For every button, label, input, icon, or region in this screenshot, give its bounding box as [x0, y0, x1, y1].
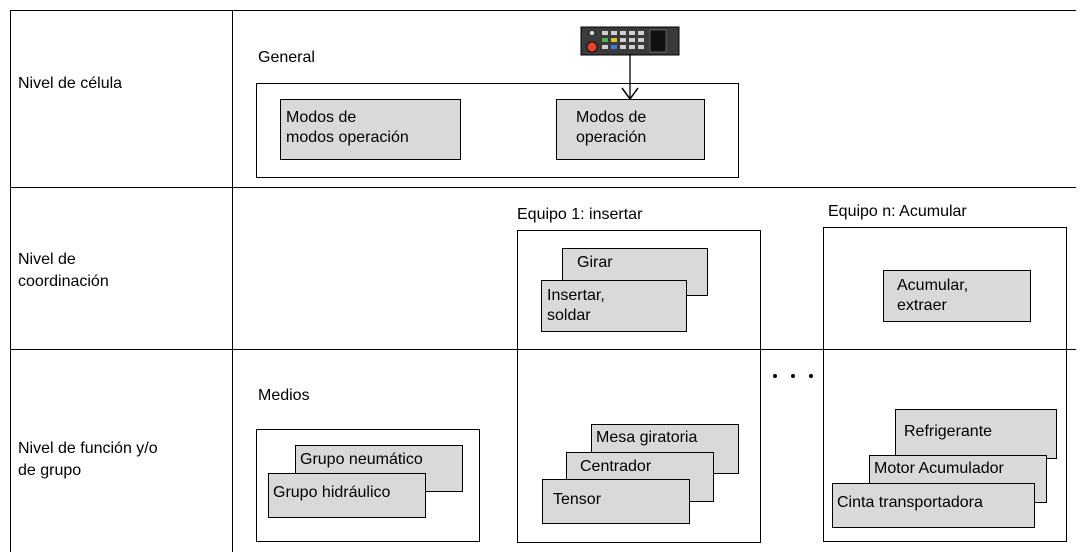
box-refrigerante-label: Refrigerante [904, 423, 993, 440]
box-tensor: Tensor [542, 479, 690, 524]
box-refrigerante: Refrigerante [895, 409, 1057, 459]
equipment1-frame [517, 230, 761, 543]
cell-frame [256, 83, 739, 178]
grid-left-line [10, 10, 11, 552]
box-insertar-soldar-label: Insertar, soldar [547, 287, 605, 324]
grid-top-line [10, 10, 1076, 11]
box-cinta-transportadora-label: Cinta transportadora [837, 494, 983, 511]
row-label-function: Nivel de función y/o de grupo [18, 440, 158, 479]
ellipsis-dot-1 [773, 374, 777, 378]
grid-row-divider-2 [10, 349, 1076, 350]
ellipsis-dot-3 [809, 374, 813, 378]
box-acumular-extraer: Acumular, extraer [883, 270, 1031, 322]
box-modes-label: Modos de operación [576, 109, 647, 146]
ellipsis-dot-2 [791, 374, 795, 378]
box-modes-of-modes: Modos de modos operación [280, 99, 461, 160]
box-modes: Modos de operación [556, 99, 705, 160]
row-label-cell: Nivel de célula [18, 75, 123, 92]
box-girar-label: Girar [577, 254, 613, 271]
box-centrador-label: Centrador [580, 458, 652, 475]
box-insertar-soldar: Insertar, soldar [541, 280, 687, 332]
box-motor-acumulador-label: Motor Acumulador [874, 460, 1004, 477]
media-title: Medios [258, 387, 310, 404]
box-mesa-giratoria-label: Mesa giratoria [596, 429, 698, 446]
box-tensor-label: Tensor [553, 491, 602, 508]
control-panel-icon [580, 26, 680, 56]
row-label-coordination: Nivel de coordinación [18, 251, 109, 290]
equipmentN-title: Equipo n: Acumular [828, 203, 967, 220]
equipment1-title: Equipo 1: insertar [517, 206, 643, 223]
arrow-down-icon [621, 54, 639, 101]
box-acumular-extraer-label: Acumular, extraer [897, 277, 969, 314]
grid-label-divider [232, 10, 233, 552]
box-grupo-hidraulico: Grupo hidráulico [268, 473, 426, 518]
box-grupo-neumatico-label: Grupo neumático [300, 451, 423, 468]
box-modes-of-modes-label: Modos de modos operación [286, 109, 409, 146]
equipmentN-frame [823, 227, 1067, 542]
media-frame [256, 429, 480, 542]
grid-row-divider-1 [10, 187, 1076, 188]
cell-title: General [258, 49, 315, 66]
box-cinta-transportadora: Cinta transportadora [832, 483, 1035, 528]
box-grupo-hidraulico-label: Grupo hidráulico [273, 484, 391, 501]
